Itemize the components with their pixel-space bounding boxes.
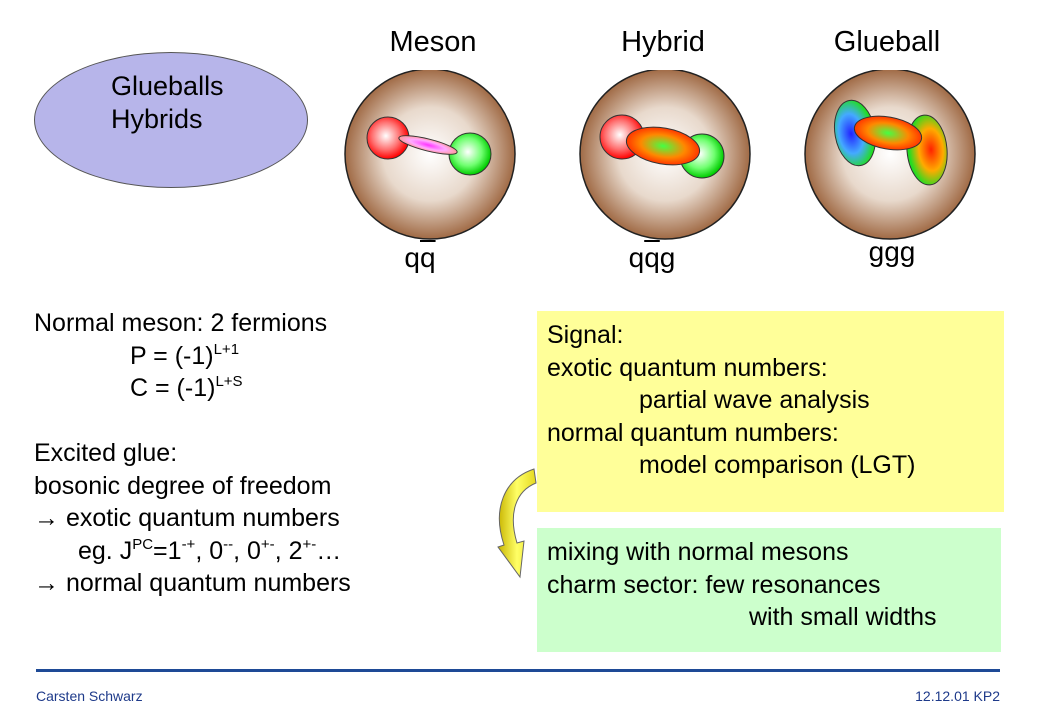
signal-pwa: partial wave analysis bbox=[639, 386, 870, 414]
charm-sector-line: charm sector: few resonances bbox=[547, 570, 881, 599]
footer-divider bbox=[36, 669, 1000, 672]
meson-diagram bbox=[344, 70, 516, 240]
glueball-label: Glueball bbox=[833, 26, 941, 58]
left-explanation: Normal meson: 2 fermions P = (-1)L+1 C =… bbox=[34, 307, 351, 600]
meson-flux-tube bbox=[398, 135, 458, 155]
signal-box: Signal: exotic quantum numbers: partial … bbox=[537, 311, 1004, 512]
bosonic-line: bosonic degree of freedom bbox=[34, 471, 332, 500]
mixing-box-text: mixing with normal mesons charm sector: … bbox=[547, 536, 937, 634]
excited-glue-line: Excited glue: bbox=[34, 439, 178, 467]
topic-line-hybrids: Hybrids bbox=[111, 104, 203, 134]
parity-formula: P = (-1)L+1 bbox=[130, 340, 240, 370]
hybrid-diagram bbox=[579, 70, 751, 240]
mixing-box: mixing with normal mesons charm sector: … bbox=[537, 528, 1001, 652]
c-parity-formula: C = (-1)L+S bbox=[130, 373, 243, 402]
spacer bbox=[34, 405, 351, 438]
curved-arrow-icon bbox=[497, 468, 537, 579]
signal-box-text: Signal: exotic quantum numbers: partial … bbox=[547, 319, 915, 482]
footer-date: 12.12.01 KP2 bbox=[915, 688, 1000, 704]
signal-lgt: model comparison (LGT) bbox=[639, 451, 916, 479]
hybrid-gluon bbox=[625, 126, 701, 166]
hybrid-content: qqg bbox=[628, 242, 676, 273]
normal-meson-line: Normal meson: 2 fermions bbox=[34, 309, 328, 337]
glueball-content: ggg bbox=[868, 236, 916, 267]
signal-title: Signal: bbox=[547, 321, 624, 349]
signal-normal: normal quantum numbers: bbox=[547, 418, 839, 447]
exotic-line: → exotic quantum numbers bbox=[34, 504, 340, 532]
signal-exotic: exotic quantum numbers: bbox=[547, 353, 828, 382]
topic-line-glueballs: Glueballs bbox=[111, 71, 224, 101]
meson-label: Meson bbox=[389, 26, 477, 58]
small-widths-line: with small widths bbox=[749, 603, 937, 631]
glueball-bag bbox=[804, 70, 976, 240]
glueball-gluon-center bbox=[853, 115, 923, 151]
mixing-line: mixing with normal mesons bbox=[547, 538, 849, 566]
example-quantum-numbers: eg. JPC=1-+, 0--, 0+-, 2+-… bbox=[78, 535, 342, 565]
normal-qn-line: → normal quantum numbers bbox=[34, 569, 351, 597]
glueball-diagram bbox=[804, 70, 976, 240]
particle-diagrams bbox=[344, 70, 976, 240]
meson-content: qq bbox=[404, 242, 436, 273]
topic-ellipse: Glueballs Hybrids bbox=[34, 52, 308, 188]
footer-author: Carsten Schwarz bbox=[36, 688, 143, 704]
hybrid-label: Hybrid bbox=[621, 26, 705, 58]
meson-bag bbox=[344, 70, 516, 240]
